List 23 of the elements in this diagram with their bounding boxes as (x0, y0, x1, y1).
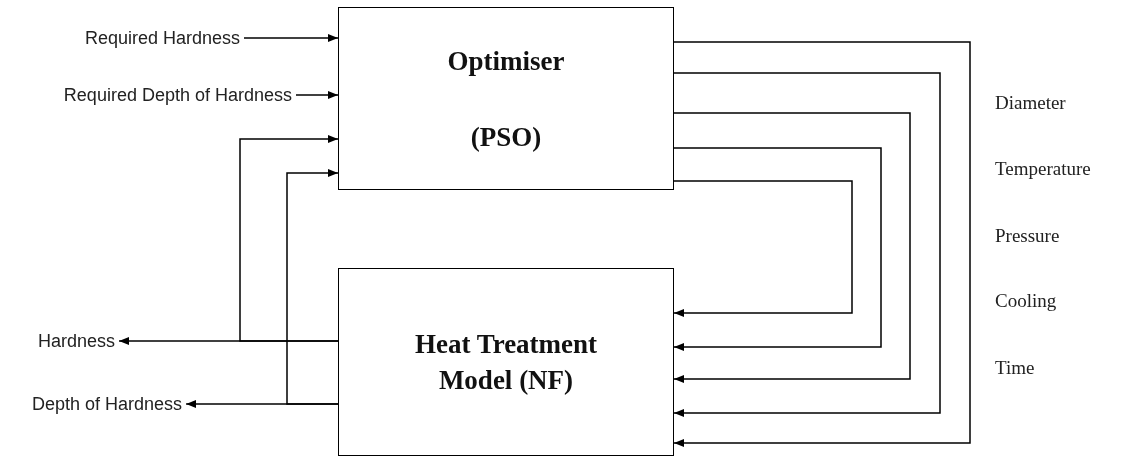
parameter-label: Temperature (995, 158, 1091, 180)
signal-label: Required Hardness (84, 27, 240, 49)
arrow (673, 147, 882, 351)
arrow (673, 180, 853, 317)
arrow (286, 169, 339, 405)
arrow (239, 135, 339, 342)
box-title: Optimiser (447, 44, 565, 78)
arrow (673, 72, 941, 417)
process-box (338, 7, 674, 190)
signal-label: Depth of Hardness (32, 393, 183, 415)
box-title: Heat Treatment Model (NF) (413, 328, 599, 397)
parameter-label: Pressure (995, 225, 1060, 247)
arrow (295, 91, 339, 99)
signal-label: Hardness (38, 330, 116, 352)
process-box (338, 268, 674, 456)
signal-label: Required Depth of Hardness (63, 84, 292, 106)
parameter-label: Cooling (995, 290, 1057, 312)
parameter-label: Diameter (995, 92, 1066, 114)
arrow (673, 41, 971, 447)
box-title: (PSO) (470, 120, 542, 154)
arrow (673, 112, 911, 383)
parameter-label: Time (995, 357, 1035, 379)
arrow (243, 34, 339, 42)
